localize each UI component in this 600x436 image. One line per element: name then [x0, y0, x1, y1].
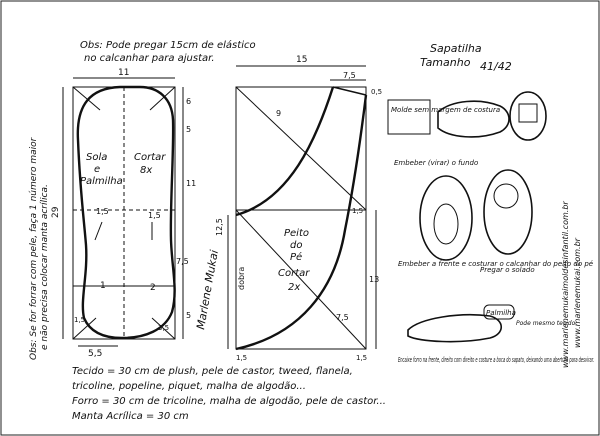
materials-line3: Forro = 30 cm de tricoline, malha de alg… — [72, 396, 386, 407]
upper-fold-label: dobra — [237, 267, 246, 290]
upper-dim-diag2: 1,5 — [352, 207, 363, 215]
upper-dim-left: 12,5 — [215, 218, 224, 236]
steps-illustration: Molde sem margem de costura Embeber (vir… — [387, 91, 594, 364]
sole-dim-corner: 1,5 — [74, 316, 85, 324]
side-note-line1: Obs: Se for forrar com pele, faça 1 núme… — [29, 136, 39, 360]
step3-text: Encaixe forro na frente, direito com dir… — [398, 356, 594, 364]
upper-dim-bottom-right: 1,5 — [356, 354, 367, 362]
sole-outline — [76, 85, 176, 340]
upper-diag-1 — [235, 86, 367, 211]
sole-arrow-l — [94, 221, 103, 241]
step2-shoe-toe — [493, 183, 519, 209]
sole-dim-mid-l: 1,5 — [96, 207, 109, 216]
palmilha-label: Palmilha — [486, 309, 516, 317]
upper-dim-corner: 0,5 — [371, 88, 382, 96]
materials-block: Tecido = 30 cm de plush, pele de castor,… — [72, 366, 386, 422]
title-line2: Tamanho — [420, 56, 471, 69]
sole-dim-r4: 7,5 — [176, 257, 189, 266]
upper-dim-diag3: 7,5 — [336, 313, 349, 322]
mold-label: Molde sem margem de costura — [391, 106, 500, 114]
sole-guide-tr — [149, 86, 176, 111]
watermark-line1: www.marlenemukaimoldesinfantil.com.br — [561, 201, 570, 368]
step1-shoe-inner — [433, 203, 459, 245]
upper-label-4: Cortar — [278, 268, 310, 279]
side-note: Obs: Se for forrar com pele, faça 1 núme… — [29, 136, 50, 360]
side-note-line2: e não precisa colocar manta acrílica. — [40, 184, 50, 350]
mold-label-box — [387, 99, 431, 135]
shoe-sketch-top — [437, 100, 510, 138]
sole-mark-2: 2 — [150, 283, 156, 293]
palmilha-box — [483, 304, 515, 320]
sole-dim-r2: 5 — [186, 125, 191, 134]
upper-bounding-box — [235, 86, 367, 350]
sole-dim-r1: 6 — [186, 97, 191, 106]
note-top-line1: Obs: Pode pregar 15cm de elástico — [80, 39, 256, 51]
sole-dim-r3: 11 — [186, 179, 196, 188]
watermark: www.marlenemukaimoldesinfantil.com.br ww… — [561, 201, 582, 368]
step1-text: Embeber a frente e costurar o calcanhar … — [398, 260, 594, 268]
sole-guide-br — [151, 317, 176, 340]
sole-dim-top: 11 — [118, 68, 129, 78]
upper-fold-edge — [332, 86, 367, 96]
upper-dim-right: 13 — [369, 275, 379, 284]
upper-label-3: Pé — [290, 251, 302, 263]
sole-dim-height: 29 — [51, 206, 61, 218]
upper-dim-diag1: 9 — [276, 109, 281, 118]
upper-dim-bottom-left: 1,5 — [236, 354, 247, 362]
sole-label-left-1: Sola — [86, 152, 107, 163]
step2-shoe — [483, 169, 533, 255]
note-top-line2: no calcanhar para ajustar. — [84, 53, 215, 64]
title-line1: Sapatilha — [430, 42, 482, 55]
step1-shoe — [419, 175, 473, 261]
upper-dim-top-right: 7,5 — [343, 71, 356, 80]
glue-label: Embeber (virar) o fundo — [394, 159, 478, 167]
upper-label-5: 2x — [288, 282, 300, 293]
sole-dim-bottom: 5,5 — [88, 349, 102, 359]
sole-label-left-2: e — [94, 164, 100, 175]
sole-label-right-1: Cortar — [134, 152, 166, 163]
materials-line1: Tecido = 30 cm de plush, pele de castor,… — [72, 366, 353, 377]
step3-shoe — [407, 313, 503, 343]
step2-text: Pregar o solado — [480, 266, 535, 274]
upper-outline — [235, 86, 368, 351]
sole-dim-corner2: 3,5 — [158, 324, 169, 332]
sole-mark-1: 1 — [100, 281, 106, 291]
title-size: 41/42 — [480, 60, 512, 73]
materials-line4: Manta Acrílica = 30 cm — [72, 410, 189, 422]
watermark-line2: www.marlenemukai.com.br — [573, 237, 582, 348]
sole-guide-tl — [72, 86, 101, 111]
palmilha-note: Pode mesmo tecido — [516, 320, 576, 327]
sole-guide-bl — [72, 317, 97, 340]
upper-dim-top: 15 — [296, 55, 307, 65]
upper-piece: 15 7,5 0,5 9 1,5 12,5 13 7,5 1,5 1,5 dob… — [215, 55, 382, 362]
sole-dim-mid-r: 1,5 — [148, 211, 161, 220]
sole-label-right-2: 8x — [140, 165, 152, 176]
shoe-sketch-top-view — [509, 91, 547, 141]
materials-line2: tricoline, popeline, piquet, malha de al… — [72, 381, 306, 392]
sole-piece: 11 29 5,5 6 5 11 7,5 5 Sola e Palmilha C… — [51, 68, 196, 359]
sole-label-left-3: Palmilha — [80, 176, 123, 187]
upper-label-1: Peito — [284, 228, 309, 239]
sole-dim-r5: 5 — [186, 311, 191, 320]
shoe-sole-hatch — [518, 103, 538, 123]
upper-label-2: do — [290, 240, 302, 251]
upper-diag-2 — [235, 209, 367, 350]
